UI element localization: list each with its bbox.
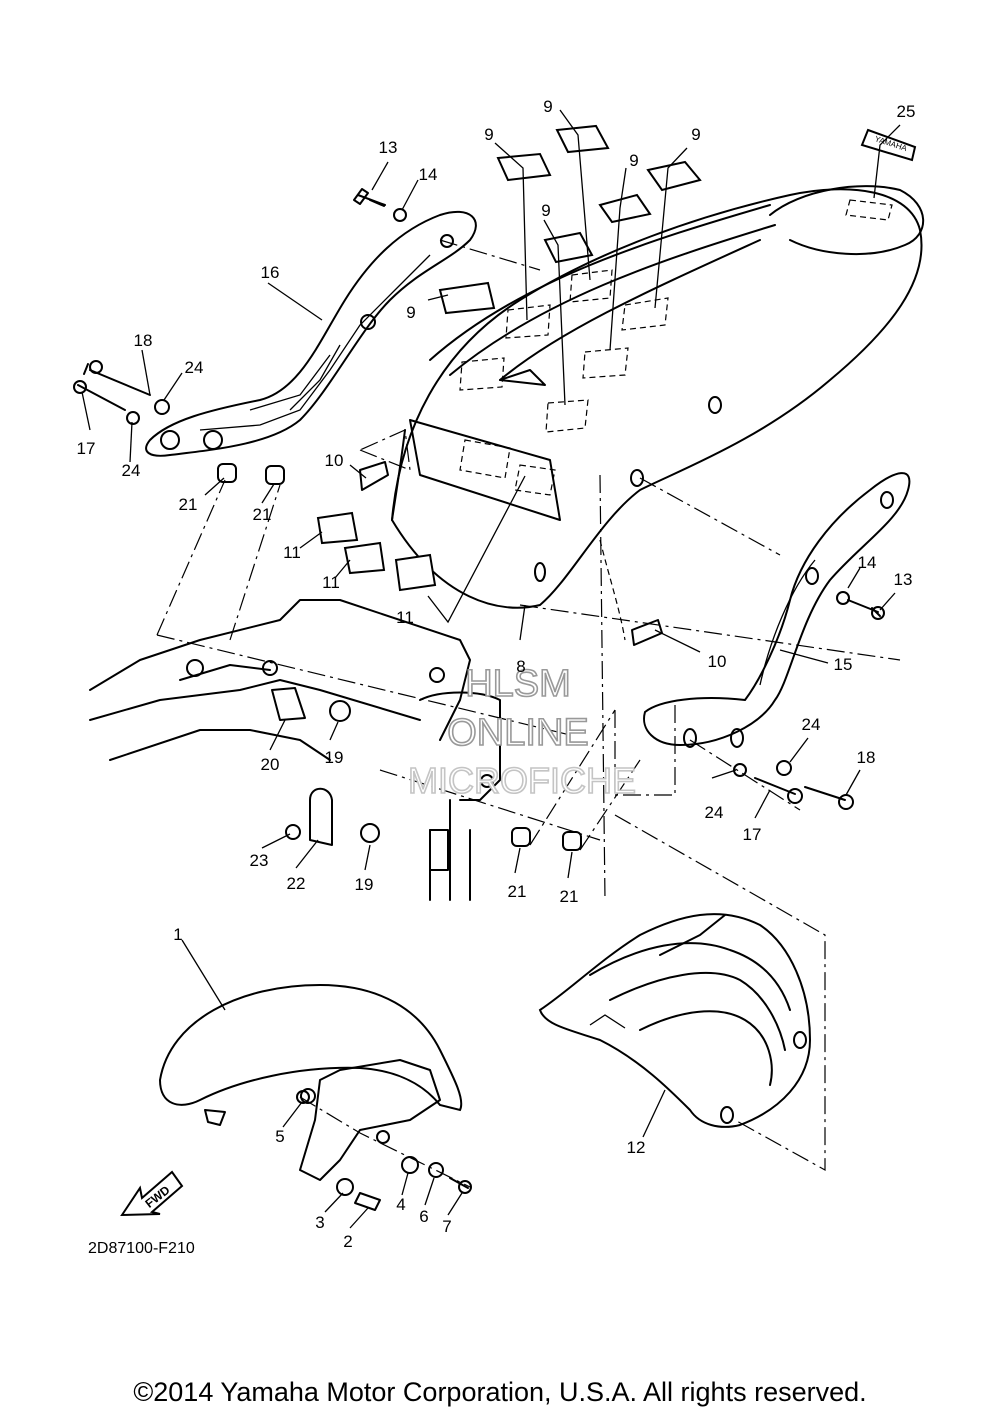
front-fender-part-1	[158, 983, 463, 1181]
decals: YAMAHA	[316, 124, 917, 592]
callout-13a: 13	[379, 138, 398, 157]
callout-10a: 10	[325, 451, 344, 470]
callout-24b: 24	[122, 461, 141, 480]
hardware-parts	[73, 188, 885, 1211]
callout-5: 5	[275, 1127, 284, 1146]
watermark-line-1: HLSM	[465, 663, 571, 705]
callout-17a: 17	[77, 439, 96, 458]
callout-13b: 13	[894, 570, 913, 589]
callout-11a: 11	[283, 543, 301, 562]
callout-12: 12	[627, 1138, 646, 1157]
callout-24c: 24	[802, 715, 821, 734]
callout-21d: 21	[560, 887, 579, 906]
copyright-notice: ©2014 Yamaha Motor Corporation, U.S.A. A…	[133, 1377, 867, 1407]
callout-14a: 14	[419, 165, 438, 184]
callout-17b: 17	[743, 825, 762, 844]
callout-9d: 9	[629, 151, 638, 170]
callout-8: 8	[516, 657, 525, 676]
callout-9b: 9	[484, 125, 493, 144]
diagram-code: 2D87100-F210	[88, 1240, 195, 1257]
callout-24a: 24	[185, 358, 204, 377]
callout-24d: 24	[705, 803, 724, 822]
grab-bar-left-part-16	[145, 210, 477, 457]
watermark: HLSM ONLINE MICROFICHE	[407, 662, 637, 802]
callout-16: 16	[261, 263, 280, 282]
watermark-line-3: MICROFICHE	[408, 760, 636, 801]
callout-9c: 9	[691, 125, 700, 144]
callout-11c: 11	[396, 608, 414, 627]
callout-21a: 21	[179, 495, 198, 514]
callout-9a: 9	[543, 97, 552, 116]
callout-14b: 14	[858, 553, 877, 572]
callout-19a: 19	[325, 748, 344, 767]
callout-11b: 11	[322, 573, 340, 592]
callout-10b: 10	[708, 652, 727, 671]
callout-9e: 9	[541, 201, 550, 220]
callout-9f: 9	[406, 303, 415, 322]
callout-25: 25	[897, 102, 916, 121]
callout-2: 2	[343, 1232, 352, 1251]
forward-direction-arrow: FWD	[120, 1170, 184, 1217]
rear-flap-part-12	[538, 913, 812, 1128]
callout-6: 6	[419, 1207, 428, 1226]
callout-21c: 21	[508, 882, 527, 901]
callout-23: 23	[250, 851, 269, 870]
callout-15: 15	[834, 655, 853, 674]
frame-section	[89, 599, 501, 901]
callout-20: 20	[261, 755, 280, 774]
leader-lines	[81, 109, 901, 1229]
watermark-line-2: ONLINE	[447, 712, 588, 754]
callout-22: 22	[287, 874, 306, 893]
callout-19b: 19	[355, 875, 374, 894]
assembly-lines	[156, 239, 901, 1188]
callout-3: 3	[315, 1213, 324, 1232]
callout-21b: 21	[253, 505, 272, 524]
rear-fender-part-8	[390, 185, 925, 641]
callout-labels: 1 2 3 4 5 6 7 8 9 9 9 9 9 9 10 10 11 11 …	[77, 97, 916, 1251]
callout-7: 7	[442, 1217, 451, 1236]
grab-bar-right-part-15	[643, 472, 911, 748]
callout-4: 4	[396, 1195, 405, 1214]
callout-1: 1	[173, 925, 182, 944]
callout-18a: 18	[134, 331, 153, 350]
callout-18b: 18	[857, 748, 876, 767]
